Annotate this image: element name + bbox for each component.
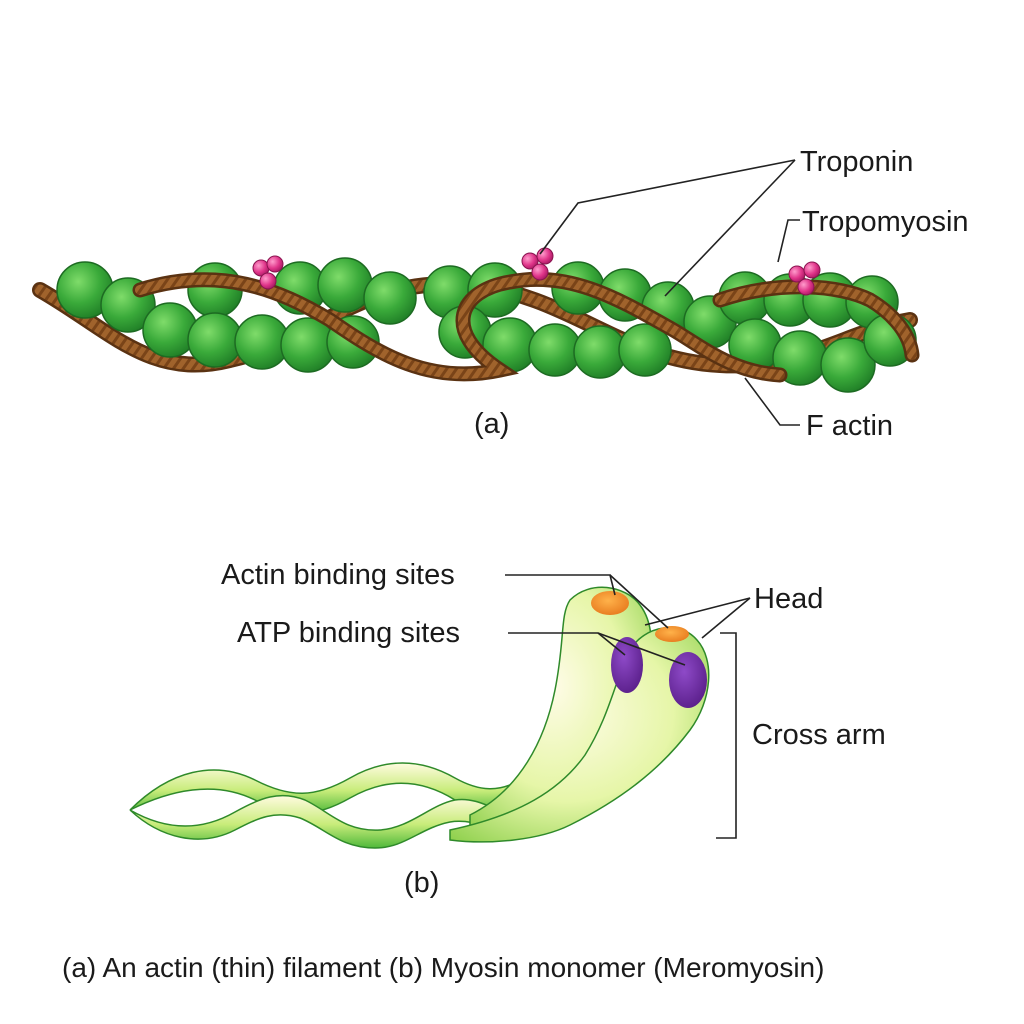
troponin-leader: [539, 159, 796, 255]
troponin-complex: [252, 255, 284, 290]
actin-binding-site: [655, 626, 689, 642]
cross-arm-bracket: [716, 632, 737, 839]
panel-b-leader-lines: [505, 574, 751, 839]
actin-monomer: [187, 312, 243, 368]
actin-binding-site: [591, 591, 629, 615]
panel-a-leader-lines: [539, 159, 800, 426]
actin-monomer: [618, 323, 672, 377]
head-leader: [644, 597, 751, 626]
head-leader-2: [701, 597, 751, 639]
panel-a-label: (a): [474, 408, 510, 440]
actin-monomer: [317, 257, 373, 313]
tropomyosin-leader: [777, 219, 800, 263]
tropomyosin-strand-front-fill: [135, 274, 785, 380]
actin-monomer: [187, 262, 243, 318]
atp-binding-site: [611, 637, 643, 693]
actin-filament: [32, 247, 920, 393]
actin-monomer: [820, 337, 876, 393]
troponin-subunit: [536, 247, 554, 265]
actin-monomer: [528, 323, 582, 377]
myosin-head-front: [449, 626, 710, 843]
tropomyosin-leader-from-troponin: [664, 159, 796, 297]
f-actin-label: F actin: [806, 410, 894, 442]
troponin-subunit: [259, 272, 277, 290]
atp-binding-sites-label: ATP binding sites: [237, 617, 460, 649]
head-label: Head: [754, 583, 824, 615]
tropomyosin-label: Tropomyosin: [802, 206, 969, 238]
actin-monomer: [573, 325, 627, 379]
actin-binding-sites-label: Actin binding sites: [221, 559, 455, 591]
troponin-complex: [788, 261, 821, 296]
f-actin-leader: [744, 377, 800, 426]
actin-monomer: [363, 271, 417, 325]
troponin-subunit: [521, 252, 539, 270]
atp-binding-site: [669, 652, 707, 708]
troponin-subunit: [531, 263, 549, 281]
troponin-subunit: [797, 278, 815, 296]
figure-caption: (a) An actin (thin) filament (b) Myosin …: [62, 952, 825, 983]
atp-binding-leader-2: [597, 632, 686, 666]
actin-binding-leader-2: [609, 574, 669, 629]
tropomyosin-strand-front-2-fill: [715, 281, 917, 360]
troponin-subunit: [803, 261, 821, 279]
myosin-monomer: [129, 586, 710, 849]
troponin-label: Troponin: [800, 146, 914, 178]
cross-arm-label: Cross arm: [752, 719, 886, 751]
panel-b-label: (b): [404, 867, 440, 899]
troponin-subunit: [266, 255, 284, 273]
